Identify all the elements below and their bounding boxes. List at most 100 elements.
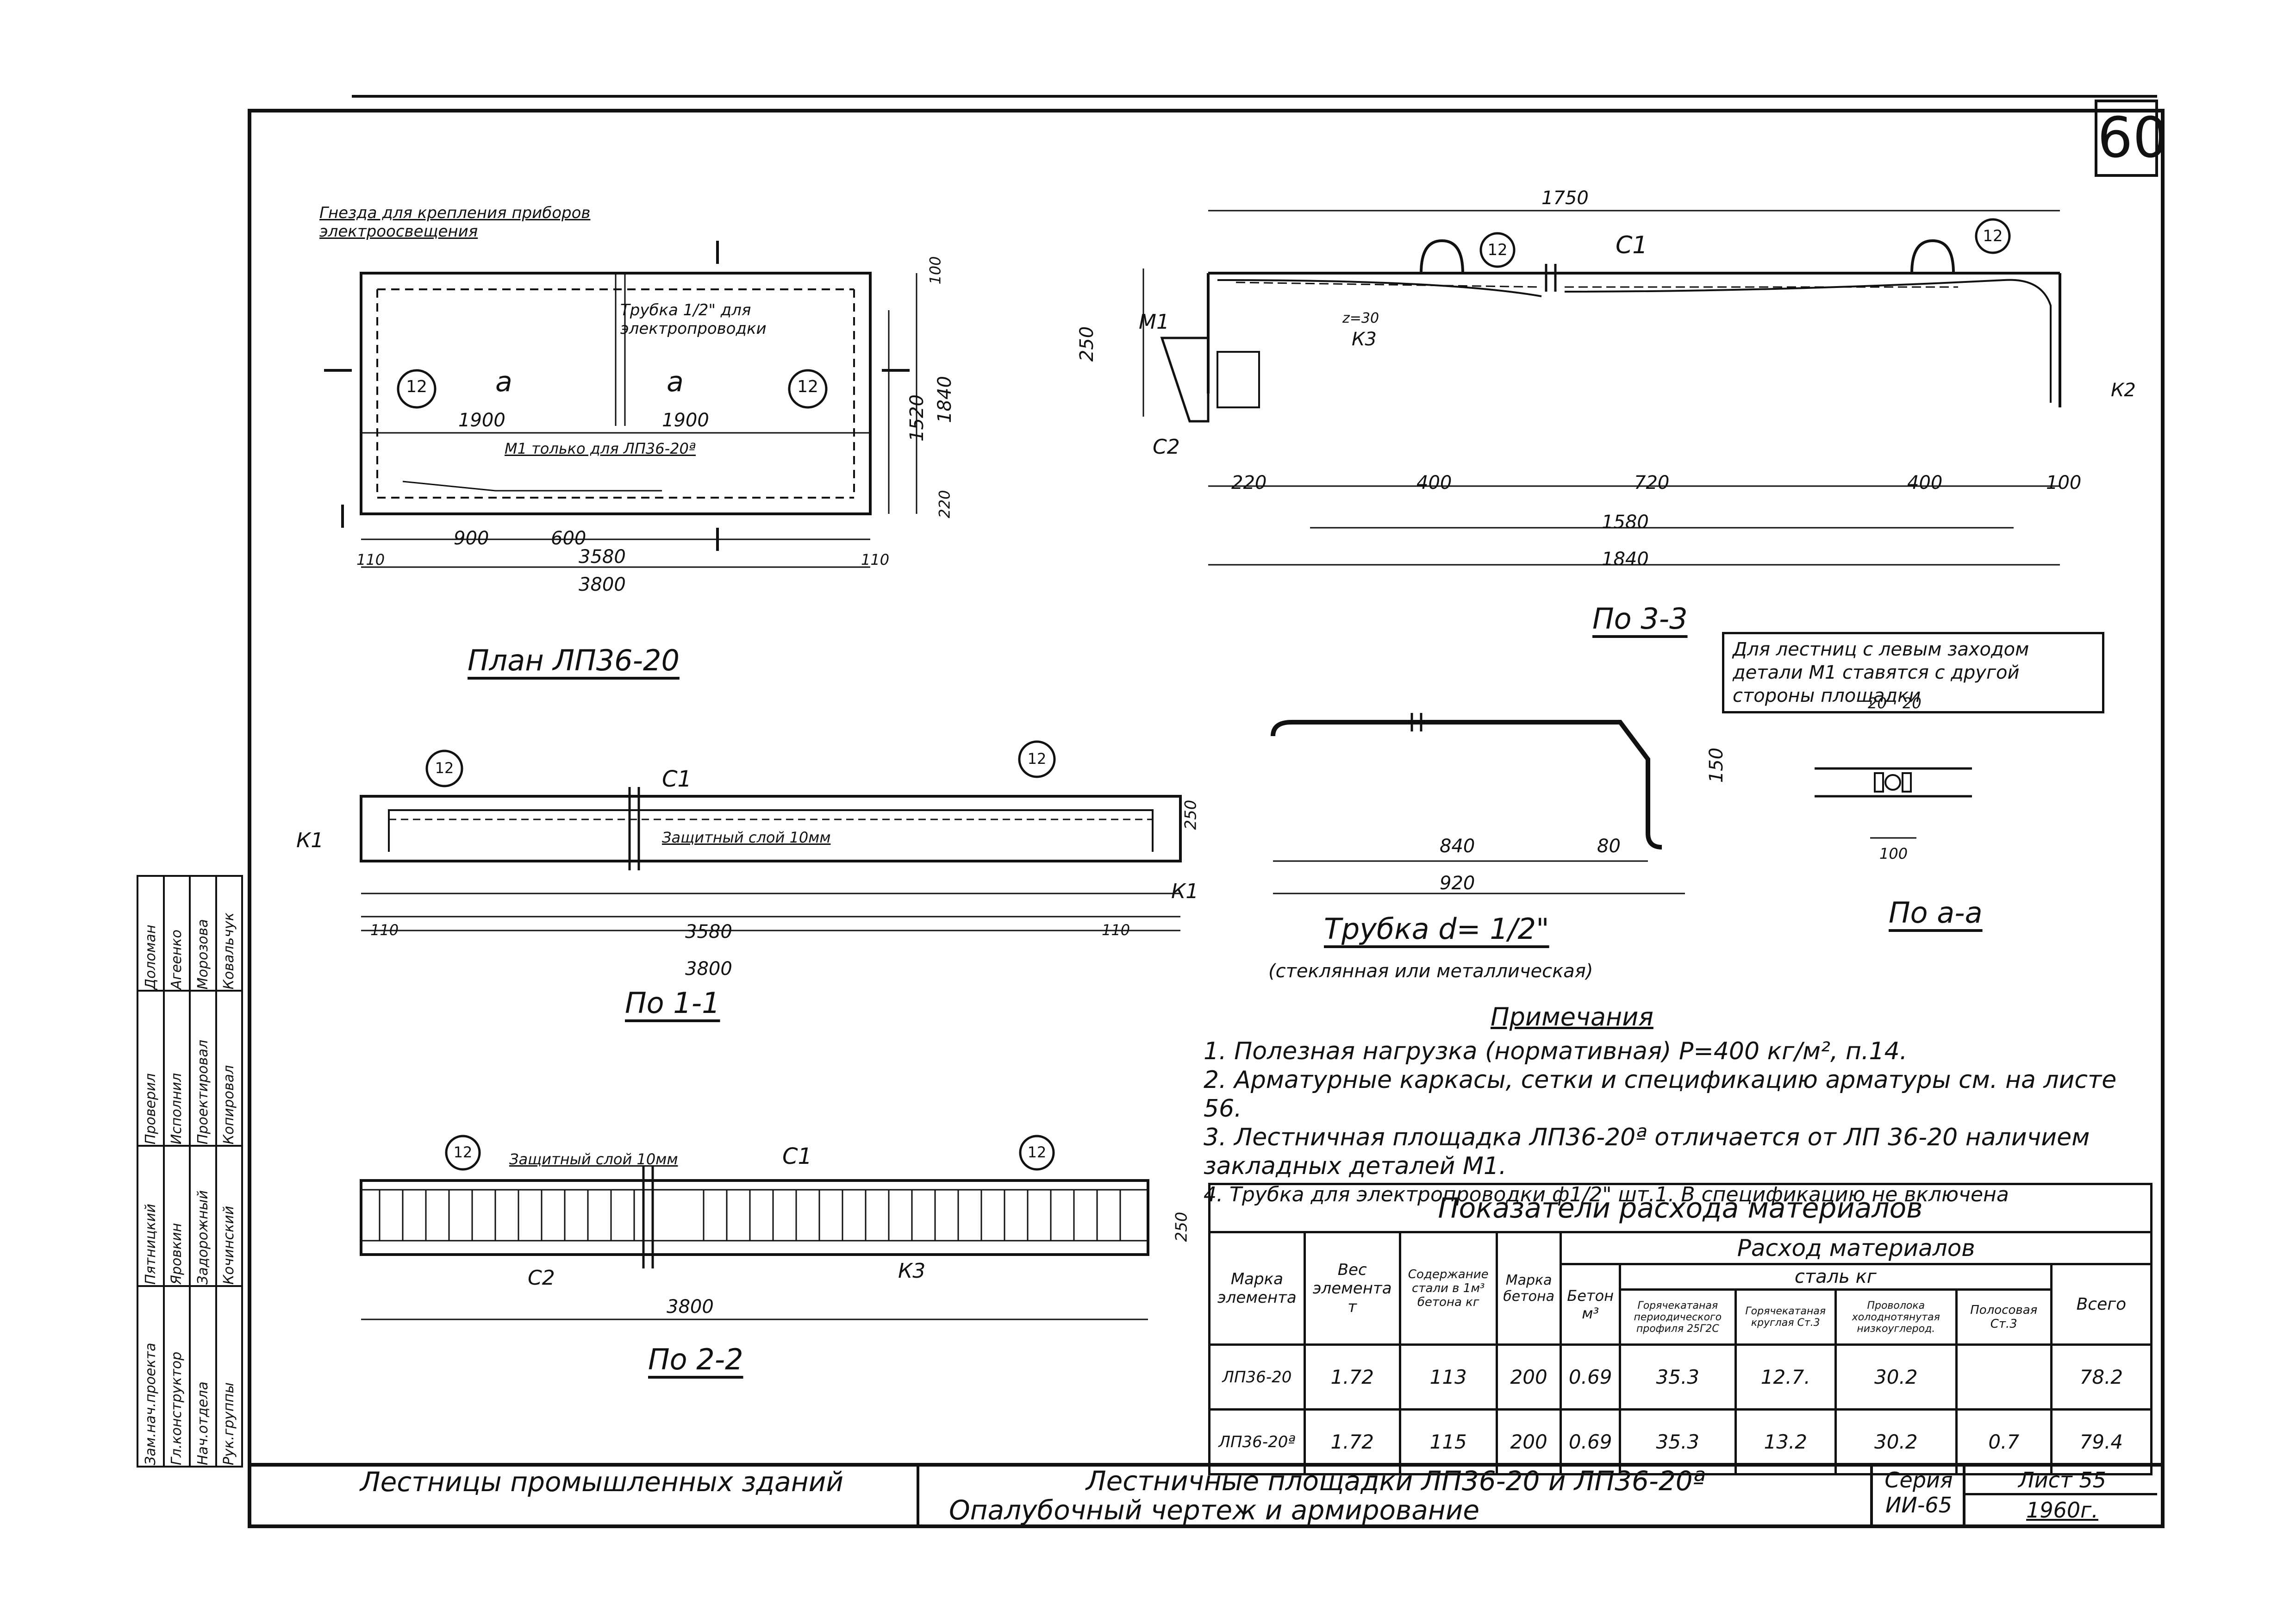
section-1-1-drawing xyxy=(360,740,1182,931)
page-number: 60 xyxy=(2095,100,2168,177)
s33-mark-12-a: 12 xyxy=(1487,241,1508,259)
col-steel-periodic: Горячекатаная периодического профиля 25Г… xyxy=(1618,1288,1737,1346)
materials-title: Показатели расхода материалов xyxy=(1208,1183,2152,1233)
tube-title: Трубка d= 1/2" xyxy=(1324,912,1549,946)
table-row: ЛП36-20 1.72 113 200 0.69 35.3 12.7. 30.… xyxy=(1208,1343,2153,1411)
table-cell xyxy=(1955,1343,2053,1411)
section-2-2-title: По 2-2 xyxy=(648,1343,743,1376)
sig-name: Яровкин xyxy=(163,1146,190,1286)
s22-mark-c1: С1 xyxy=(782,1143,812,1169)
section-a-a-title: По а-а xyxy=(1889,896,1983,930)
signature-table: Зам.нач.проекта Пятницкий Проверил Долом… xyxy=(137,875,243,1468)
table-cell: 35.3 xyxy=(1618,1343,1737,1411)
note-item-1: 1. Полезная нагрузка (нормативная) Р=400… xyxy=(1204,1037,1908,1065)
s22-dim-250: 250 xyxy=(1172,1212,1191,1242)
sig-name: Задорожный xyxy=(190,1146,216,1286)
s22-mark-k3: К3 xyxy=(898,1259,926,1283)
s11-mark-k1-left: К1 xyxy=(296,829,324,852)
title-block-divider-1 xyxy=(917,1463,919,1524)
table-cell: ЛП36-20 xyxy=(1208,1343,1306,1411)
plan-m1-label: М1 только для ЛП36-20ª xyxy=(505,440,696,457)
title-block-hline xyxy=(1963,1493,2157,1495)
sig-name: Морозова xyxy=(190,876,216,991)
title-block xyxy=(248,1463,2161,1528)
table-cell: 0.69 xyxy=(1560,1343,1621,1411)
s33-dim-100: 100 xyxy=(2046,472,2082,493)
series-label: Серия ИИ-65 xyxy=(1884,1468,1953,1518)
sig-role: Зам.нач.проекта xyxy=(137,1286,164,1467)
plan-dim-1520: 1520 xyxy=(906,394,928,442)
s33-mark-k2: К2 xyxy=(2111,380,2136,401)
plan-dim-1900-right: 1900 xyxy=(662,410,709,431)
plan-mark-12-right: 12 xyxy=(797,377,818,396)
plan-dim-110-right: 110 xyxy=(861,551,890,568)
plan-mark-12-left: 12 xyxy=(406,377,427,396)
s33-dim-1580: 1580 xyxy=(1602,512,1649,533)
table-cell: 30.2 xyxy=(1834,1343,1958,1411)
section-3-3-drawing xyxy=(1142,210,2061,566)
section-1-1-title: По 1-1 xyxy=(625,986,720,1020)
s33-mark-k3: К3 xyxy=(1352,329,1377,350)
sig-name: Пятницкий xyxy=(137,1146,164,1286)
sig-role: Проектировал xyxy=(190,991,216,1146)
col-total: Всего xyxy=(2050,1263,2153,1346)
aa-dim-100: 100 xyxy=(1879,845,1908,862)
table-cell: 12.7. xyxy=(1734,1343,1837,1411)
sig-name: Агеенко xyxy=(163,876,190,991)
sig-name: Доломан xyxy=(137,876,164,991)
sheet-title-line-1: Лестничные площадки ЛП36-20 и ЛП36-20ª xyxy=(1086,1465,1706,1497)
tube-dim-80: 80 xyxy=(1597,836,1621,857)
plan-drawing xyxy=(324,241,917,568)
s22-protect-layer: Защитный слой 10мм xyxy=(509,1150,678,1168)
sheet-title-line-2: Опалубочный чертеж и армирование xyxy=(949,1494,1480,1526)
left-hand-note-box: Для лестниц с левым заходом детали М1 ст… xyxy=(1722,632,2104,713)
list-number: Лист 55 xyxy=(2018,1468,2106,1493)
signature-strip: Зам.нач.проекта Пятницкий Проверил Долом… xyxy=(137,875,243,1468)
plan-dim-3580: 3580 xyxy=(579,546,626,568)
sig-role: Копировал xyxy=(216,991,242,1146)
s11-mark-12-right: 12 xyxy=(1027,750,1047,768)
notes-heading: Примечания xyxy=(1491,1002,1653,1031)
tube-dim-840: 840 xyxy=(1440,836,1475,857)
plan-dim-100: 100 xyxy=(926,256,944,285)
s33-dim-1840: 1840 xyxy=(1602,549,1649,570)
s22-mark-c2: С2 xyxy=(528,1266,555,1290)
s33-dim-400-left: 400 xyxy=(1416,472,1452,493)
sig-role: Нач.отдела xyxy=(190,1286,216,1467)
section-a-a-drawing xyxy=(1815,767,1972,839)
sheet-frame xyxy=(248,109,2165,1528)
sig-role: Гл.конструктор xyxy=(163,1286,190,1467)
s11-protect-layer: Защитный слой 10мм xyxy=(662,829,831,846)
s33-dim-400-right: 400 xyxy=(1907,472,1943,493)
col-wire: Проволока холоднотянутая низкоуглерод. xyxy=(1834,1288,1958,1346)
s33-dim-1750: 1750 xyxy=(1541,187,1589,209)
plan-title: План ЛП36-20 xyxy=(468,643,680,677)
sig-role: Рук.группы xyxy=(216,1286,242,1467)
sig-role: Проверил xyxy=(137,991,164,1146)
project-title: Лестницы промышленных зданий xyxy=(360,1466,844,1498)
s11-dim-3800: 3800 xyxy=(685,958,732,980)
note-item-2: 2. Арматурные каркасы, сетки и специфика… xyxy=(1204,1066,2117,1123)
aa-dim-20-right: 20 xyxy=(1903,694,1922,712)
col-strip: Полосовая Ст.3 xyxy=(1955,1288,2053,1346)
s11-dim-250: 250 xyxy=(1181,800,1200,830)
s33-dim-250: 250 xyxy=(1076,326,1098,362)
s33-dim-720: 720 xyxy=(1634,472,1670,493)
col-concrete-grade: Марка бетона xyxy=(1495,1231,1562,1346)
s33-mark-c2: С2 xyxy=(1153,435,1180,459)
plan-mark-a-right: а xyxy=(667,366,684,398)
col-steel-content: Содержание стали в 1м³ бетона кг xyxy=(1398,1231,1498,1346)
note-item-3: 3. Лестничная площадка ЛП36-20ª отличает… xyxy=(1204,1124,2090,1180)
s33-dim-z30: z=30 xyxy=(1342,310,1379,326)
s11-dim-110-left: 110 xyxy=(370,921,399,939)
plan-tube-label: Трубка 1/2" для электропроводки xyxy=(620,301,767,338)
col-steel-round: Горячекатаная круглая Ст.3 xyxy=(1734,1288,1837,1346)
steel-header: сталь кг xyxy=(1618,1263,2053,1291)
title-block-divider-2 xyxy=(1870,1463,1873,1524)
tube-drawing xyxy=(1271,713,1685,894)
plan-dim-110-left: 110 xyxy=(356,551,385,568)
plan-mark-a-left: а xyxy=(495,366,512,398)
col-weight: Вес элемента т xyxy=(1303,1231,1401,1346)
section-3-3-title: По 3-3 xyxy=(1592,602,1688,636)
sig-role: Исполнил xyxy=(163,991,190,1146)
